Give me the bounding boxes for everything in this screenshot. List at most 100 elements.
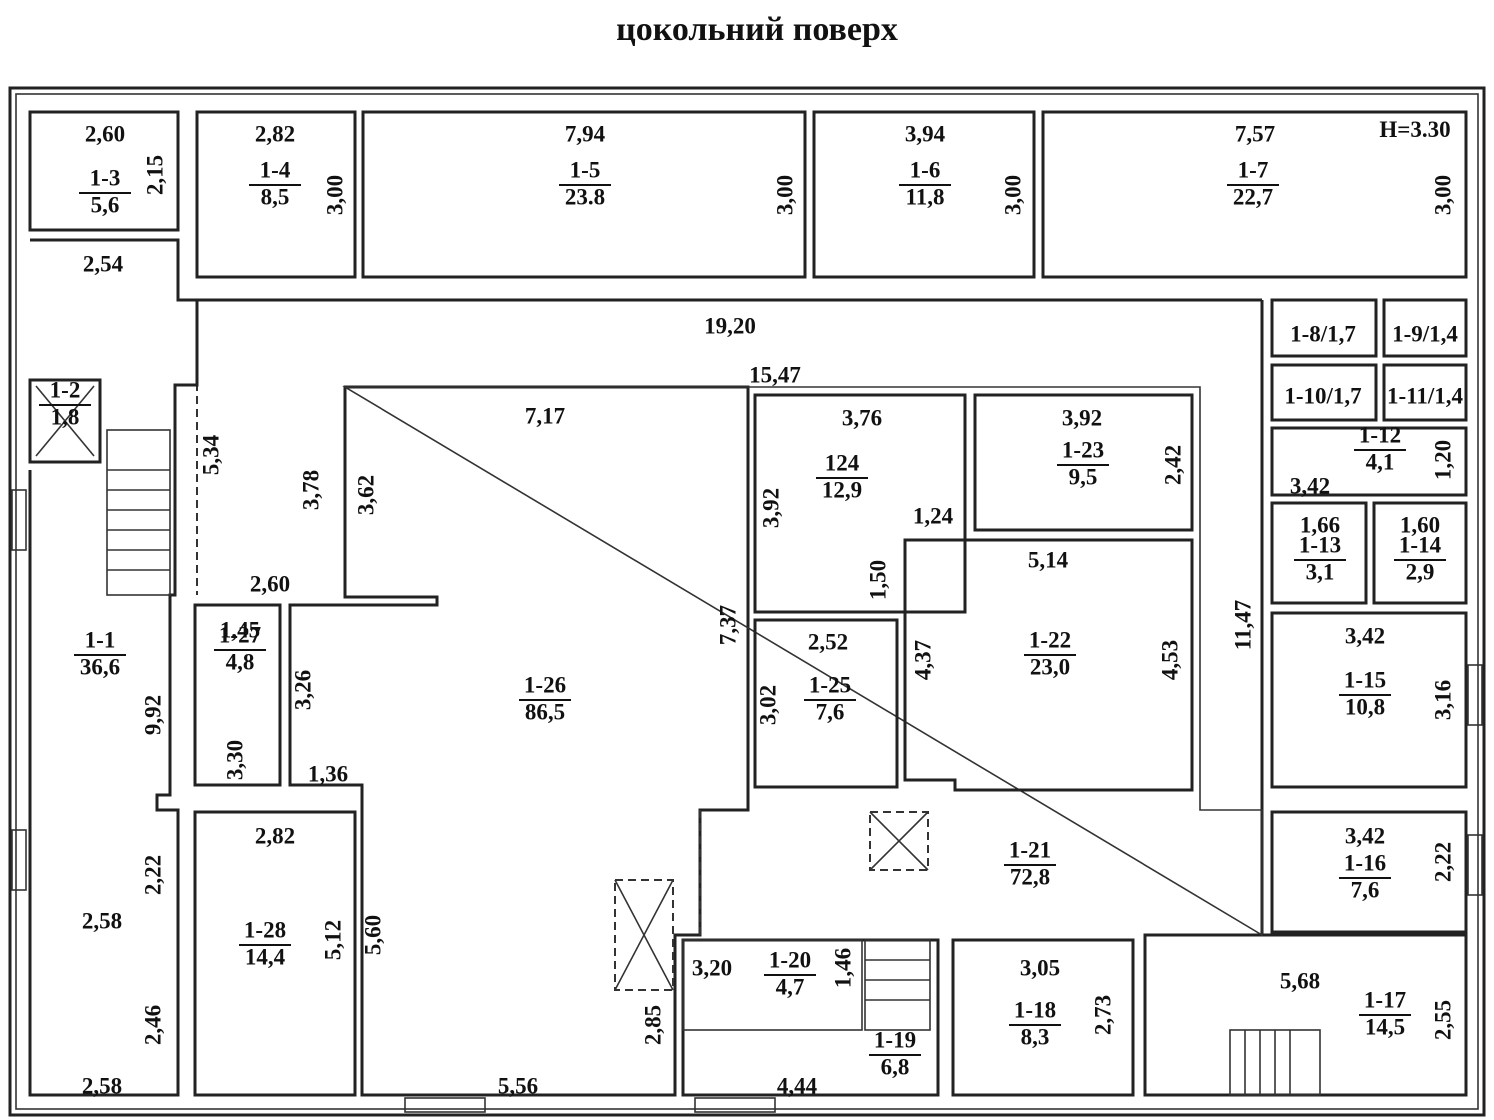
dimension-label: 5,60 [360,915,385,955]
dimension-label: 2,54 [83,251,124,276]
dimension-label: 5,34 [198,434,223,475]
dimension-label: 1,66 [1300,512,1340,537]
dimension-label: 7,17 [525,403,565,428]
inline-room-label: 1-8/1,7 [1290,321,1356,346]
room-1-12-outline [1270,426,1468,497]
dimension-label: 4,53 [1157,640,1182,680]
room-1-3-outline [28,110,180,232]
dimension-label: 3,78 [298,470,323,510]
room-id-label: 1-2 [50,377,81,402]
room-area-label: 9,5 [1069,464,1098,489]
room-id-label: 1-5 [570,157,601,182]
room-area-label: 4,1 [1366,449,1395,474]
room-area-label: 14,4 [245,944,286,969]
room-id-label: 1-23 [1062,437,1104,462]
room-area-label: 72,8 [1010,864,1050,889]
room-id-label: 1-28 [244,917,286,942]
shaft-icon [35,385,929,991]
room-area-label: 7,6 [816,699,845,724]
room-area-label: 4,7 [776,974,805,999]
room-area-label: 10,8 [1345,694,1385,719]
dimension-label: 7,57 [1235,121,1275,146]
dimension-label: 2,73 [1090,995,1115,1035]
room-id-label: 1-4 [260,157,291,182]
room-1-22-outline [903,538,1194,792]
stairs-icon [106,429,1321,1096]
dimension-label: 3,42 [1345,623,1385,648]
dimension-label: 2,46 [140,1005,165,1045]
room-1-6-outline [812,110,1036,279]
plan-title: цокольний поверх [616,11,898,48]
dimension-label: 7,37 [715,605,740,645]
dimension-label: 2,85 [640,1005,665,1045]
room-1-26-outline [288,385,750,1097]
room-area-label: 86,5 [525,699,565,724]
room-id-label: 1-12 [1359,422,1401,447]
dimension-label: 5,68 [1280,968,1320,993]
dimension-label: 3,42 [1345,823,1385,848]
room-id-label: 1-27 [219,622,261,647]
room-area-label: 23,0 [1030,654,1070,679]
dimension-label: 2,60 [250,571,290,596]
dimension-label: 3,62 [353,475,378,515]
dimension-label: 3,00 [1000,175,1025,215]
dimension-label: 4,44 [777,1073,818,1098]
room-area-label: 8,5 [261,184,290,209]
dimension-label: 2,55 [1430,1000,1455,1040]
dimension-label: 11,47 [1230,600,1255,650]
room-area-label: 36,6 [80,654,120,679]
room-1-13-outline [1270,501,1368,605]
room-area-label: 22,7 [1233,184,1273,209]
dimension-label: 2,15 [142,155,167,195]
windows [11,489,1483,1113]
dimension-label: 7,94 [565,121,606,146]
dimension-label: 4,37 [910,640,935,680]
dimension-label: 3,92 [1062,405,1102,430]
room-id-label: 1-21 [1009,837,1051,862]
dimension-label: 1,24 [913,503,954,528]
room-id-label: 1-22 [1029,627,1071,652]
room-1-23-outline [973,393,1194,532]
dimension-label: 1,20 [1430,440,1455,480]
dimension-label: 3,02 [755,685,780,725]
room-id-label: 1-19 [874,1027,916,1052]
room-area-label: 5,6 [91,192,120,217]
room-area-label: 4,8 [226,649,255,674]
room-area-label: 12,9 [822,477,862,502]
room-id-label: 1-17 [1364,987,1406,1012]
dimension-label: 3,00 [1430,175,1455,215]
room-id-label: 1-1 [85,627,116,652]
room-1-28-outline [193,810,357,1097]
dimension-label: 2,42 [1160,445,1185,485]
inline-room-label: 1-11/1,4 [1387,383,1464,408]
dimension-label: 3,05 [1020,955,1060,980]
room-id-label: 1-20 [769,947,811,972]
room-1-20-outline [682,939,863,1031]
room-1-7-outline [1041,110,1468,279]
room-1-24-outline [753,393,967,614]
dimension-label: 19,20 [704,313,756,338]
room-id-label: 1-7 [1238,157,1269,182]
room-id-label: 1-25 [809,672,851,697]
room-area-label: 1,8 [51,404,80,429]
walls [8,86,1486,1117]
room-area-label: 14,5 [1365,1014,1405,1039]
dimension-label: 3,30 [222,740,247,780]
room-id-label: 1-14 [1399,532,1442,557]
room-area-label: 8,3 [1021,1024,1050,1049]
dimension-label: 3,20 [692,955,732,980]
room-1-5-outline [361,110,807,279]
room-area-label: 7,6 [1351,877,1380,902]
dimension-label: 2,82 [255,121,295,146]
room-1-4-outline [195,110,357,279]
dimension-label: 3,76 [842,405,882,430]
room-area-label: 6,8 [881,1054,910,1079]
room-1-15-outline [1270,611,1468,789]
dimension-label: 1,46 [830,948,855,988]
dimension-label: 3,26 [290,670,315,710]
room-1-2-outline [28,378,102,464]
room-id-label: 1-3 [90,165,121,190]
room-id-label: 1-18 [1014,997,1056,1022]
room-id-label: 1-13 [1299,532,1341,557]
